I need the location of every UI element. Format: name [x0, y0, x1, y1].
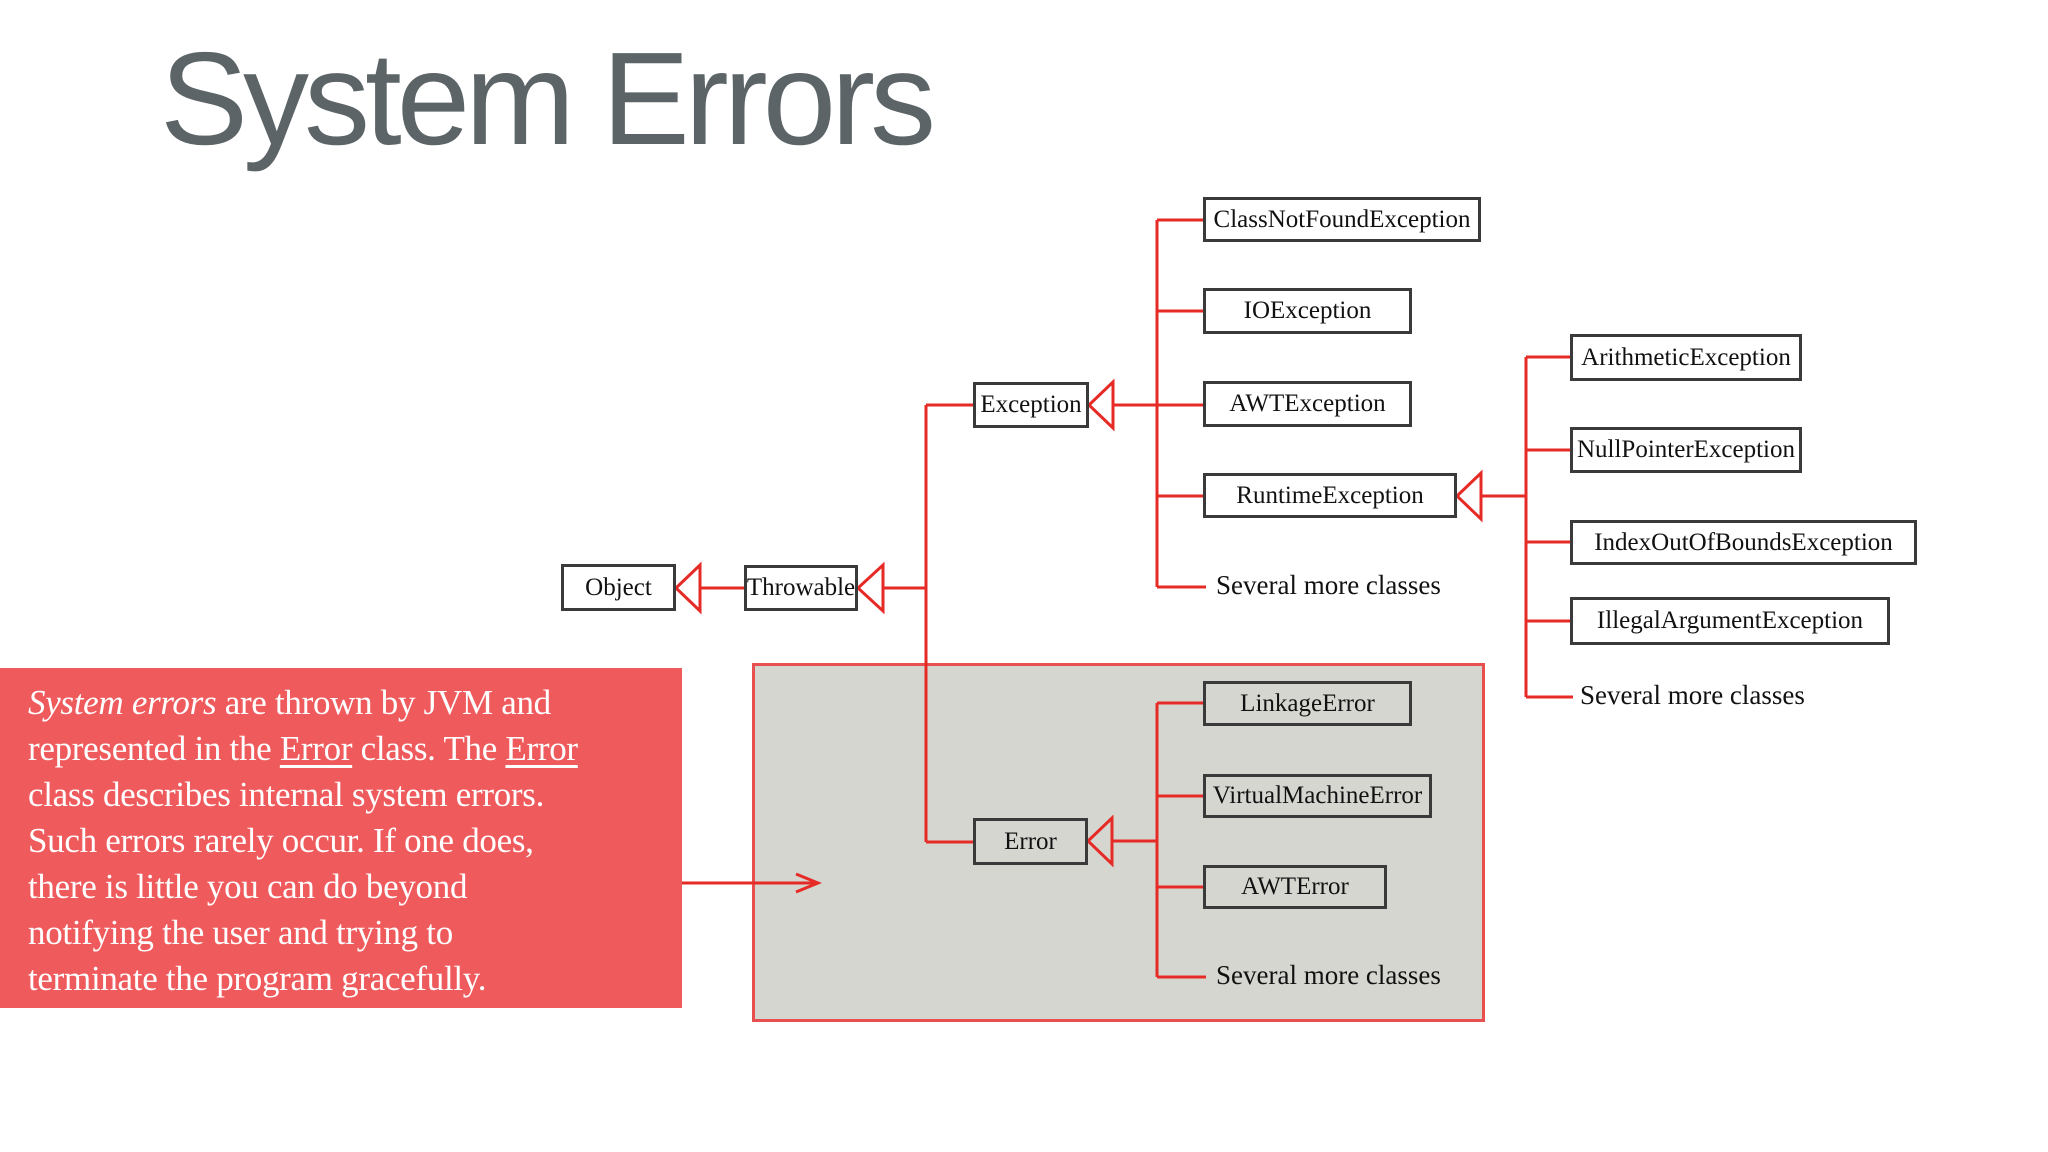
node-virtualmachineerror: VirtualMachineError [1203, 774, 1432, 818]
note-line-2: represented in the Error class. The Erro… [28, 729, 578, 768]
note-line-7: terminate the program gracefully. [28, 959, 487, 998]
arrowhead-runtime [1454, 469, 1483, 523]
arrowhead-object [673, 561, 702, 615]
node-error: Error [973, 818, 1088, 865]
node-runtimeexception: RuntimeException [1203, 473, 1457, 518]
node-arithmeticexception: ArithmeticException [1570, 334, 1802, 381]
note-line-6: notifying the user and trying to [28, 913, 453, 952]
node-throwable: Throwable [744, 565, 858, 611]
node-awtexception: AWTException [1203, 381, 1412, 427]
label-several-more-exception: Several more classes [1216, 570, 1441, 600]
node-exception: Exception [973, 382, 1089, 428]
system-errors-note: System errors are thrown by JVM and repr… [0, 668, 682, 1008]
label-several-more-runtime: Several more classes [1580, 680, 1805, 710]
note-line-5: there is little you can do beyond [28, 867, 468, 906]
note-line-1: System errors are thrown by JVM and [28, 683, 551, 722]
node-ioexception: IOException [1203, 288, 1412, 334]
arrowhead-exception [1086, 378, 1115, 432]
note-callout-arrowhead [795, 872, 822, 894]
note-line-3: class describes internal system errors. [28, 775, 545, 814]
label-several-more-error: Several more classes [1216, 960, 1441, 990]
node-object: Object [561, 564, 676, 611]
node-linkageerror: LinkageError [1203, 681, 1412, 726]
slide-title: System Errors [160, 25, 936, 172]
note-line-4: Such errors rarely occur. If one does, [28, 821, 534, 860]
node-nullpointerexception: NullPointerException [1570, 427, 1802, 473]
node-classnotfoundexception: ClassNotFoundException [1203, 197, 1481, 242]
arrowhead-throwable [855, 561, 885, 615]
arrowhead-error [1085, 814, 1114, 868]
node-awterror: AWTError [1203, 865, 1387, 909]
node-illegalargumentexception: IllegalArgumentException [1570, 597, 1890, 645]
node-indexoutofboundsexception: IndexOutOfBoundsException [1570, 520, 1917, 565]
